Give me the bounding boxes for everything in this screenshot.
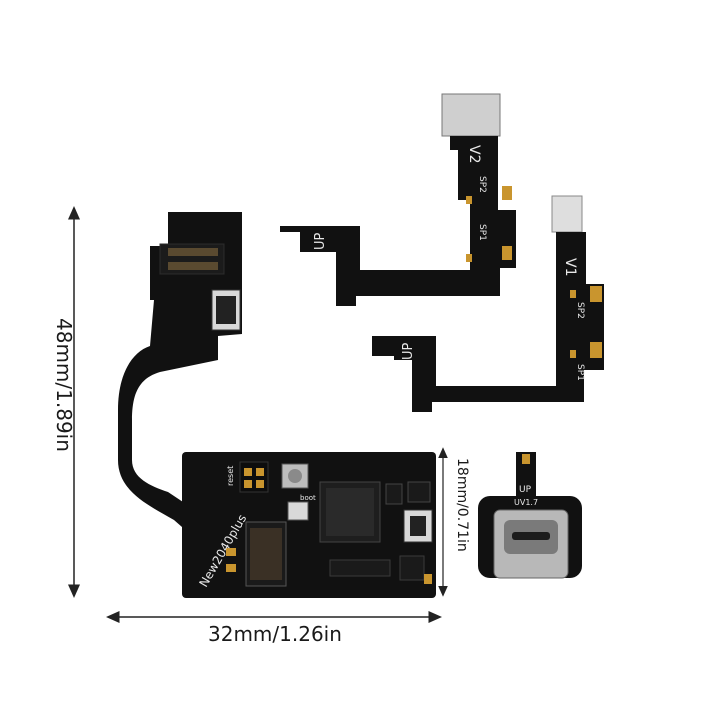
reset-label: reset: [226, 466, 235, 486]
flex-v1-metal-tab: [551, 195, 583, 233]
width-dimension-label: 32mm/1.26in: [208, 622, 342, 646]
flex-v2-metal-tab: [441, 93, 501, 137]
usb-up-label: UP: [519, 485, 532, 495]
flex-v2: [280, 93, 516, 306]
flex-v1: [372, 195, 604, 412]
usb-c-board: [478, 452, 582, 579]
crystal: [287, 501, 309, 521]
flex-v1-sp1: SP1: [575, 364, 585, 381]
main-flex-cable: [118, 212, 242, 548]
flex-v2-up: UP: [313, 232, 328, 250]
flex-v1-up: UP: [401, 342, 416, 360]
small-height-dimension-label: 18mm/0.71in: [454, 458, 470, 552]
flex-v1-version: V1: [562, 258, 578, 276]
flex-v2-version: V2: [466, 145, 482, 163]
height-dimension-label: 48mm/1.89in: [52, 318, 76, 452]
usb-version-label: UV1.7: [514, 498, 538, 507]
flex-v1-sp2: SP2: [575, 302, 585, 319]
flex-v2-sp1: SP1: [477, 224, 487, 241]
flex-v2-sp2: SP2: [477, 176, 487, 193]
boot-label: boot: [300, 494, 316, 502]
main-board: [182, 452, 436, 598]
